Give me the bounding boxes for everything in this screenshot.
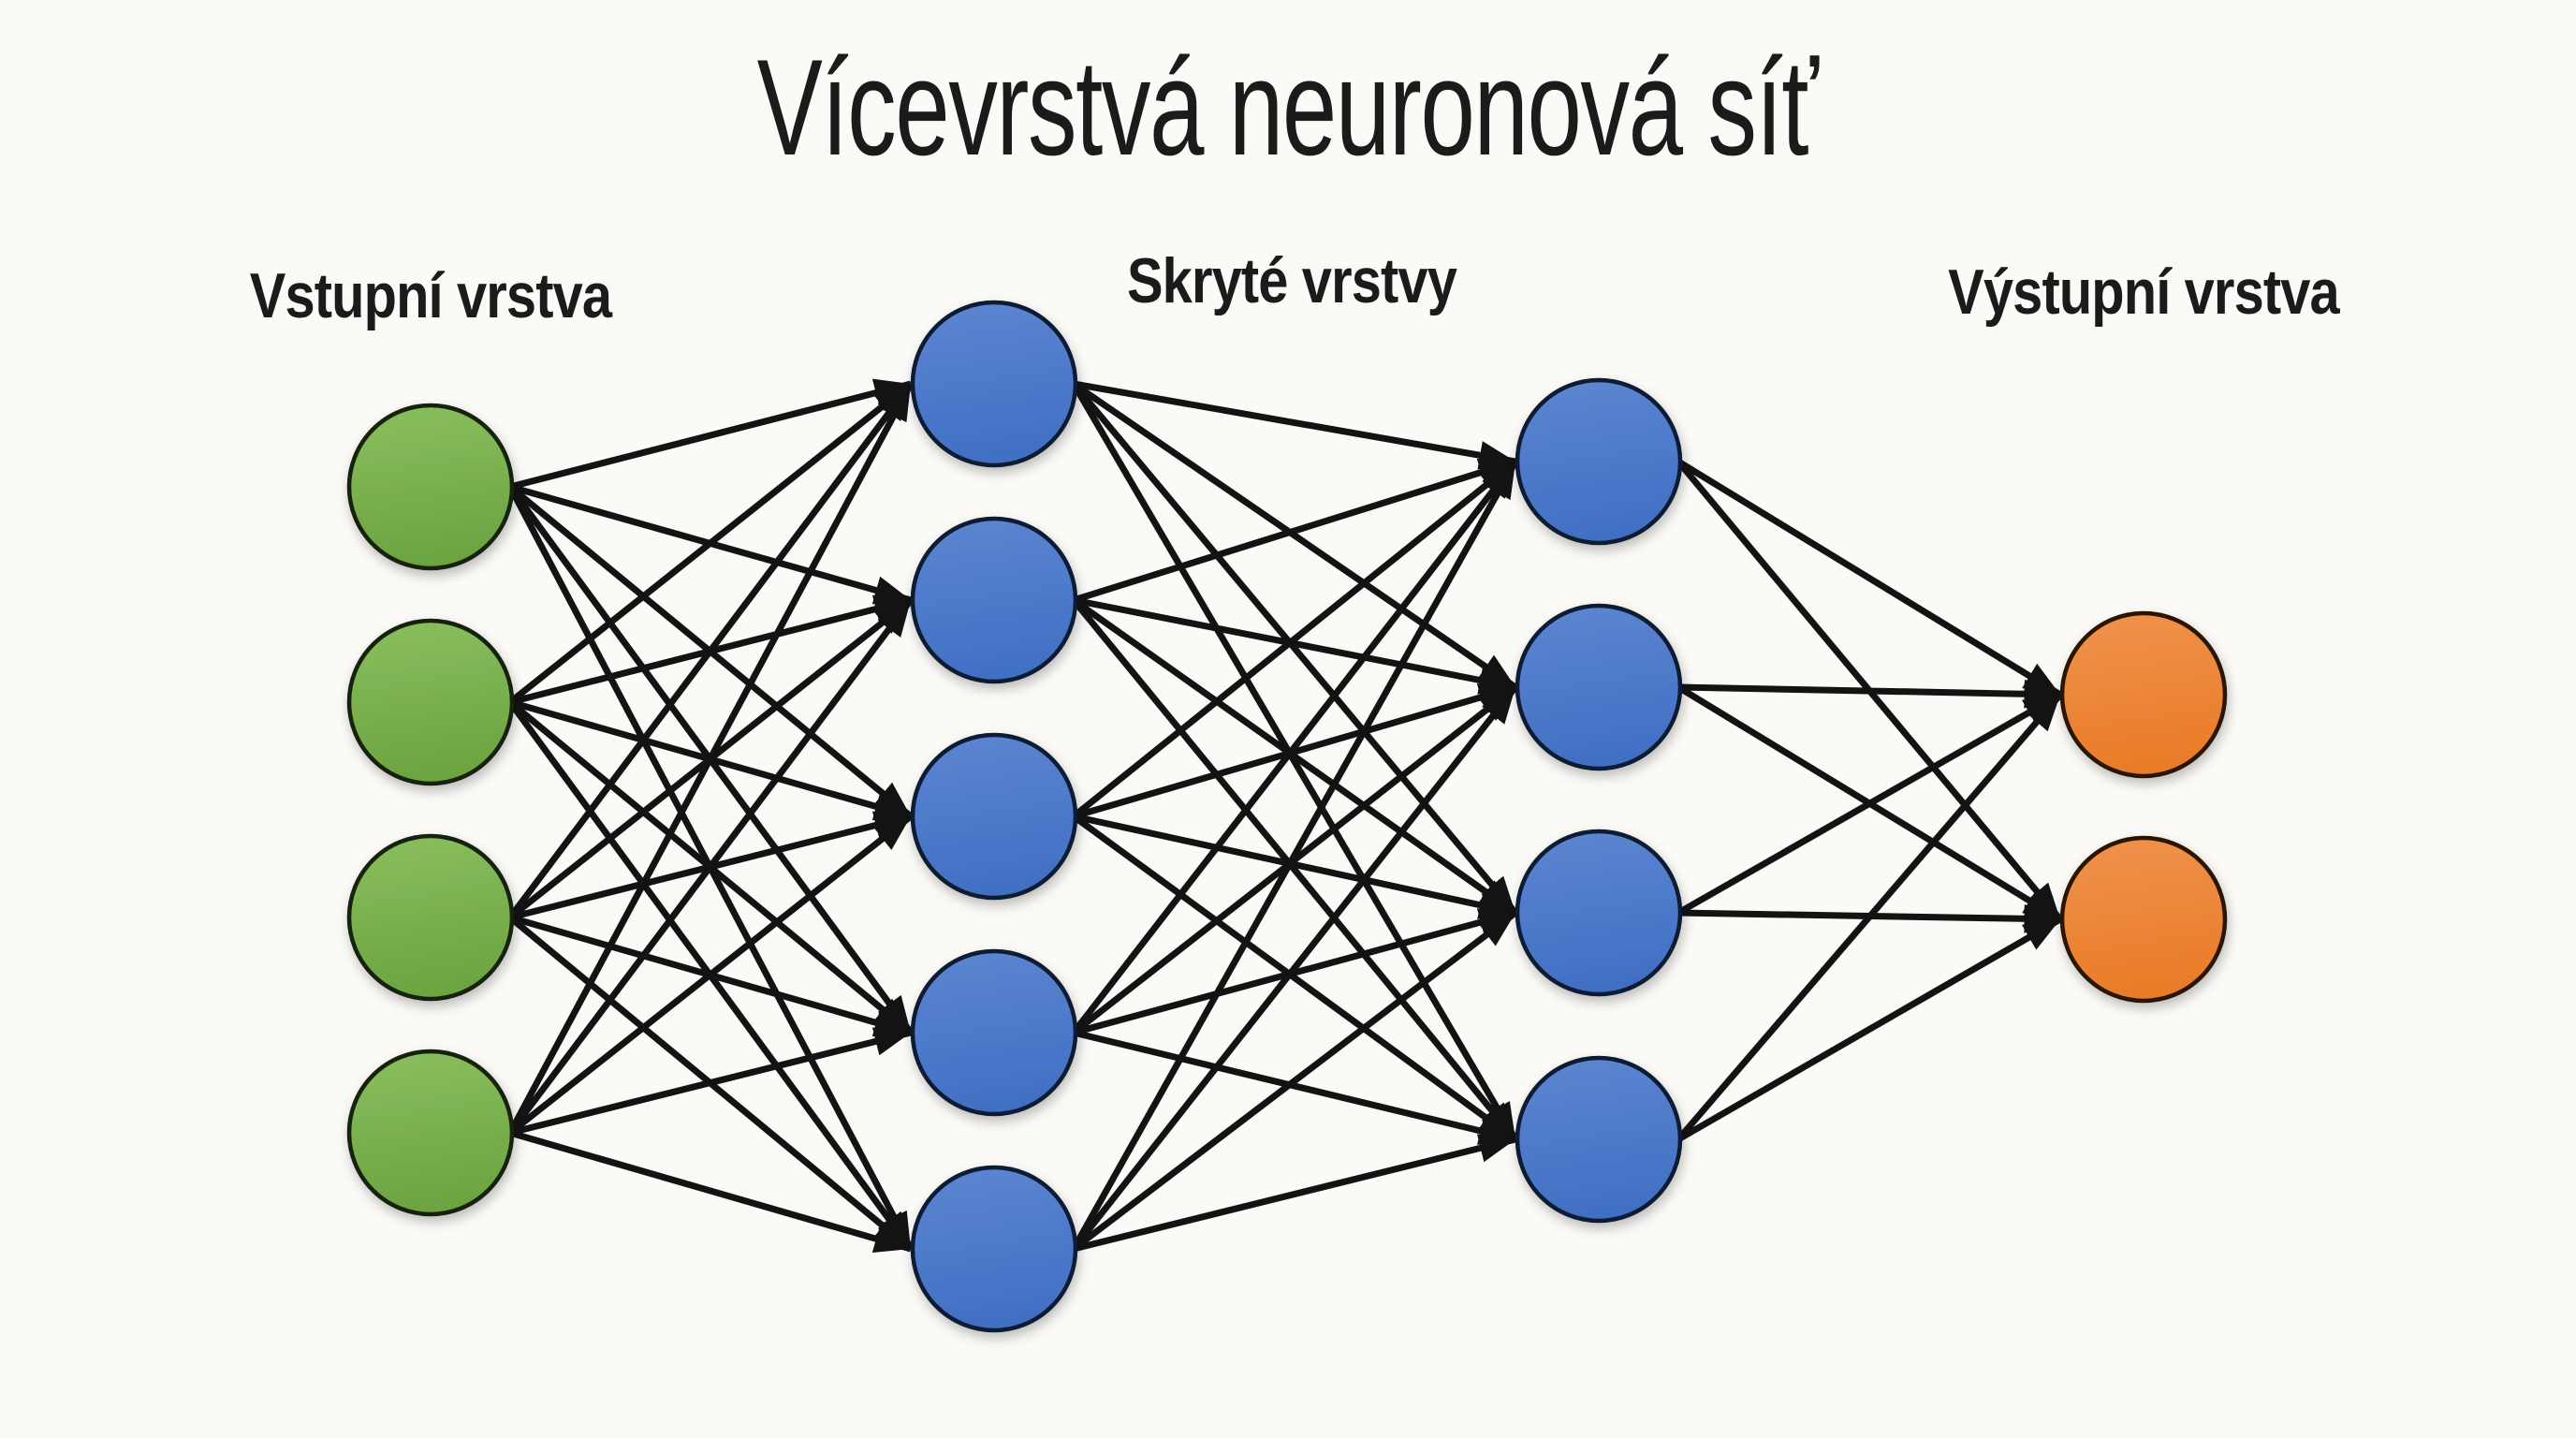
input-node-4 bbox=[346, 1049, 515, 1217]
edge-input-4-to-hidden1-4 bbox=[509, 1027, 912, 1137]
hidden1-node-4 bbox=[910, 948, 1078, 1117]
edge-input-4-to-hidden1-5 bbox=[509, 1129, 912, 1254]
edge-hidden1-1-to-hidden2-1 bbox=[1073, 380, 1516, 470]
hidden1-node-1 bbox=[910, 300, 1078, 468]
edge-hidden1-2-to-hidden2-3 bbox=[1071, 597, 1518, 916]
edge-input-1-to-hidden1-1 bbox=[509, 378, 912, 491]
hidden2-node-2 bbox=[1515, 603, 1683, 771]
hidden2-node-4 bbox=[1515, 1055, 1683, 1224]
edge-hidden1-4-to-hidden2-4 bbox=[1073, 1029, 1516, 1145]
hidden1-node-2 bbox=[910, 516, 1078, 684]
output-node-1 bbox=[2059, 610, 2228, 779]
input-layer-label: Vstupní vrstva bbox=[249, 260, 612, 331]
input-node-2 bbox=[346, 618, 515, 786]
edge-hidden2-3-to-output-1 bbox=[1676, 691, 2062, 917]
edge-hidden2-4-to-output-2 bbox=[1676, 916, 2062, 1143]
edge-hidden1-2-to-hidden2-4 bbox=[1071, 597, 1518, 1142]
edge-hidden1-4-to-hidden2-1 bbox=[1071, 459, 1518, 1035]
hidden2-node-3 bbox=[1515, 829, 1683, 997]
edge-hidden1-1-to-hidden2-3 bbox=[1071, 381, 1518, 916]
hidden2-node-1 bbox=[1515, 377, 1683, 546]
edge-hidden1-2-to-hidden2-1 bbox=[1072, 458, 1517, 604]
edge-hidden2-1-to-output-1 bbox=[1676, 459, 2062, 697]
hidden1-node-3 bbox=[910, 732, 1078, 901]
edge-hidden1-5-to-hidden2-1 bbox=[1070, 460, 1519, 1251]
edge-hidden2-4-to-output-1 bbox=[1676, 692, 2063, 1142]
hidden-layer-2-nodes bbox=[1515, 377, 1683, 1224]
edge-input-4-to-hidden1-3 bbox=[507, 814, 914, 1136]
hidden-layers-label: Skryté vrstvy bbox=[1126, 245, 1457, 316]
connections bbox=[506, 378, 2063, 1254]
hidden-layer-1-nodes bbox=[910, 300, 1078, 1333]
edge-hidden1-5-to-hidden2-3 bbox=[1071, 910, 1518, 1252]
edge-hidden1-3-to-hidden2-1 bbox=[1071, 459, 1518, 819]
edge-input-2-to-hidden1-1 bbox=[507, 381, 914, 705]
output-layer-nodes bbox=[2059, 610, 2228, 1004]
input-node-1 bbox=[346, 403, 515, 571]
hidden1-node-5 bbox=[910, 1165, 1078, 1333]
edge-hidden1-1-to-hidden2-4 bbox=[1070, 382, 1519, 1141]
output-layer-label: Výstupní vrstva bbox=[1948, 257, 2340, 328]
edge-hidden1-5-to-hidden2-2 bbox=[1071, 684, 1518, 1252]
edge-hidden1-3-to-hidden2-3 bbox=[1073, 813, 1516, 919]
input-node-3 bbox=[346, 833, 515, 1002]
edge-hidden1-2-to-hidden2-2 bbox=[1073, 596, 1516, 695]
input-layer-nodes bbox=[346, 403, 515, 1217]
edge-hidden1-3-to-hidden2-4 bbox=[1071, 814, 1518, 1142]
edge-input-4-to-hidden1-2 bbox=[507, 597, 914, 1136]
edge-hidden2-2-to-output-1 bbox=[1677, 679, 2061, 709]
output-node-2 bbox=[2059, 835, 2228, 1004]
diagram-title: Vícevrstvá neuronová síť bbox=[756, 31, 1819, 183]
edge-input-3-to-hidden1-1 bbox=[507, 381, 914, 920]
edge-hidden1-1-to-hidden2-2 bbox=[1072, 381, 1517, 690]
edge-input-4-to-hidden1-1 bbox=[506, 382, 915, 1135]
edge-hidden1-5-to-hidden2-4 bbox=[1073, 1134, 1516, 1253]
